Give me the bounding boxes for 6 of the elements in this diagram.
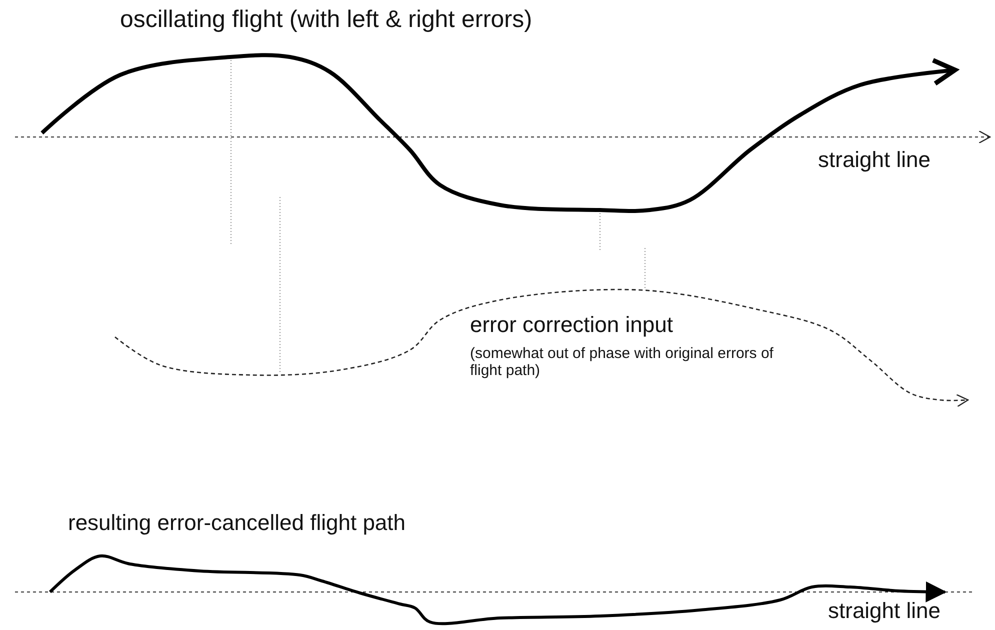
note-text: (somewhat out of phase with original errors of flight path) (470, 345, 774, 380)
curve-label: error correction input (470, 312, 674, 338)
curve-label: resulting error-cancelled flight path (68, 510, 407, 536)
diagram-heading: oscillating flight (with left & right errors) (120, 6, 534, 34)
axis-label: straight line (828, 598, 942, 624)
axis-label: straight line (818, 147, 932, 172)
